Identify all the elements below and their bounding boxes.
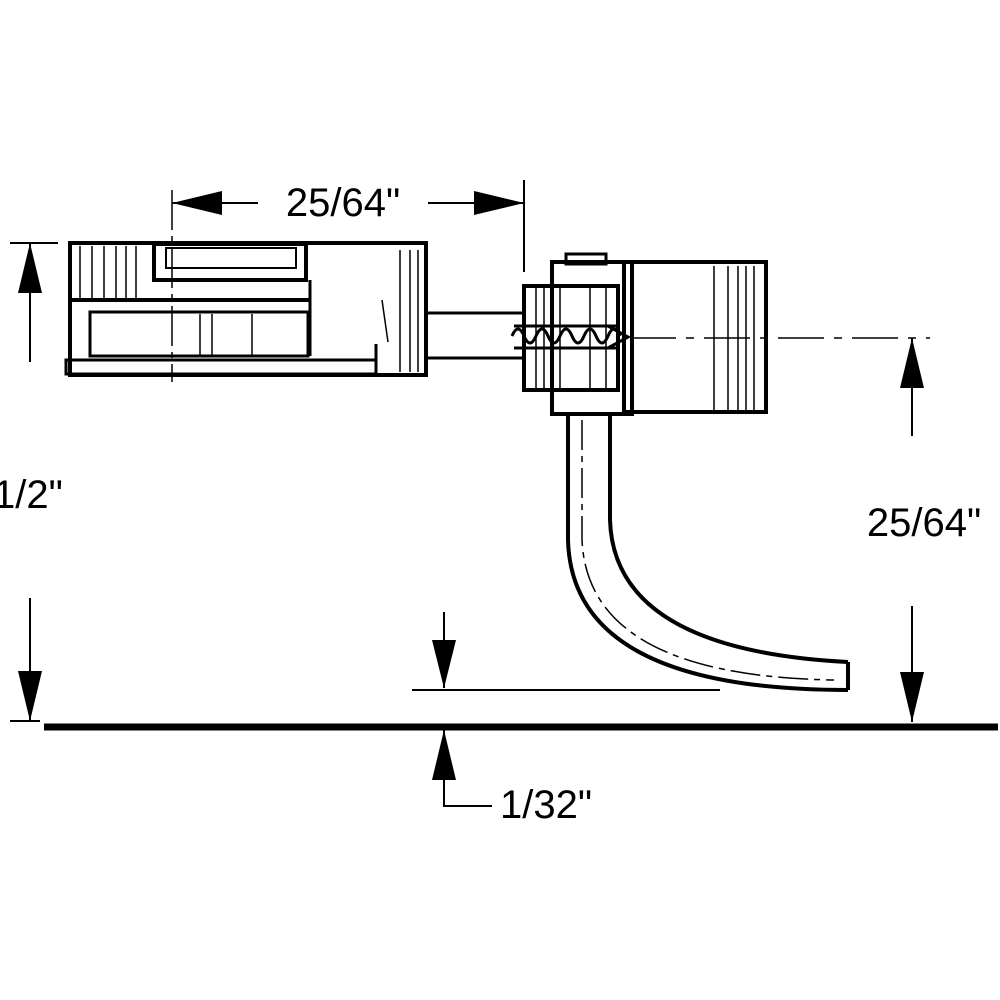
dimension-label-width: 25/64": [286, 181, 400, 225]
dimension-label-clearance: 1/32": [500, 783, 592, 827]
dimension-trip-pin-clearance: 1/32": [412, 612, 720, 827]
coupler-shank: [426, 311, 524, 360]
dimension-coupler-width: 25/64": [172, 180, 525, 272]
draft-gear-box: [64, 241, 428, 377]
dimension-label-height: 1/2": [0, 473, 63, 517]
coupler-head: [510, 252, 768, 416]
dimension-label-centerline: 25/64": [867, 501, 981, 545]
centering-spring: [510, 324, 632, 350]
dimension-overall-height: 1/2": [0, 242, 63, 722]
trip-pin: [566, 414, 850, 692]
dimension-centerline-height: 25/64": [867, 338, 981, 722]
center-lines: [171, 190, 930, 382]
